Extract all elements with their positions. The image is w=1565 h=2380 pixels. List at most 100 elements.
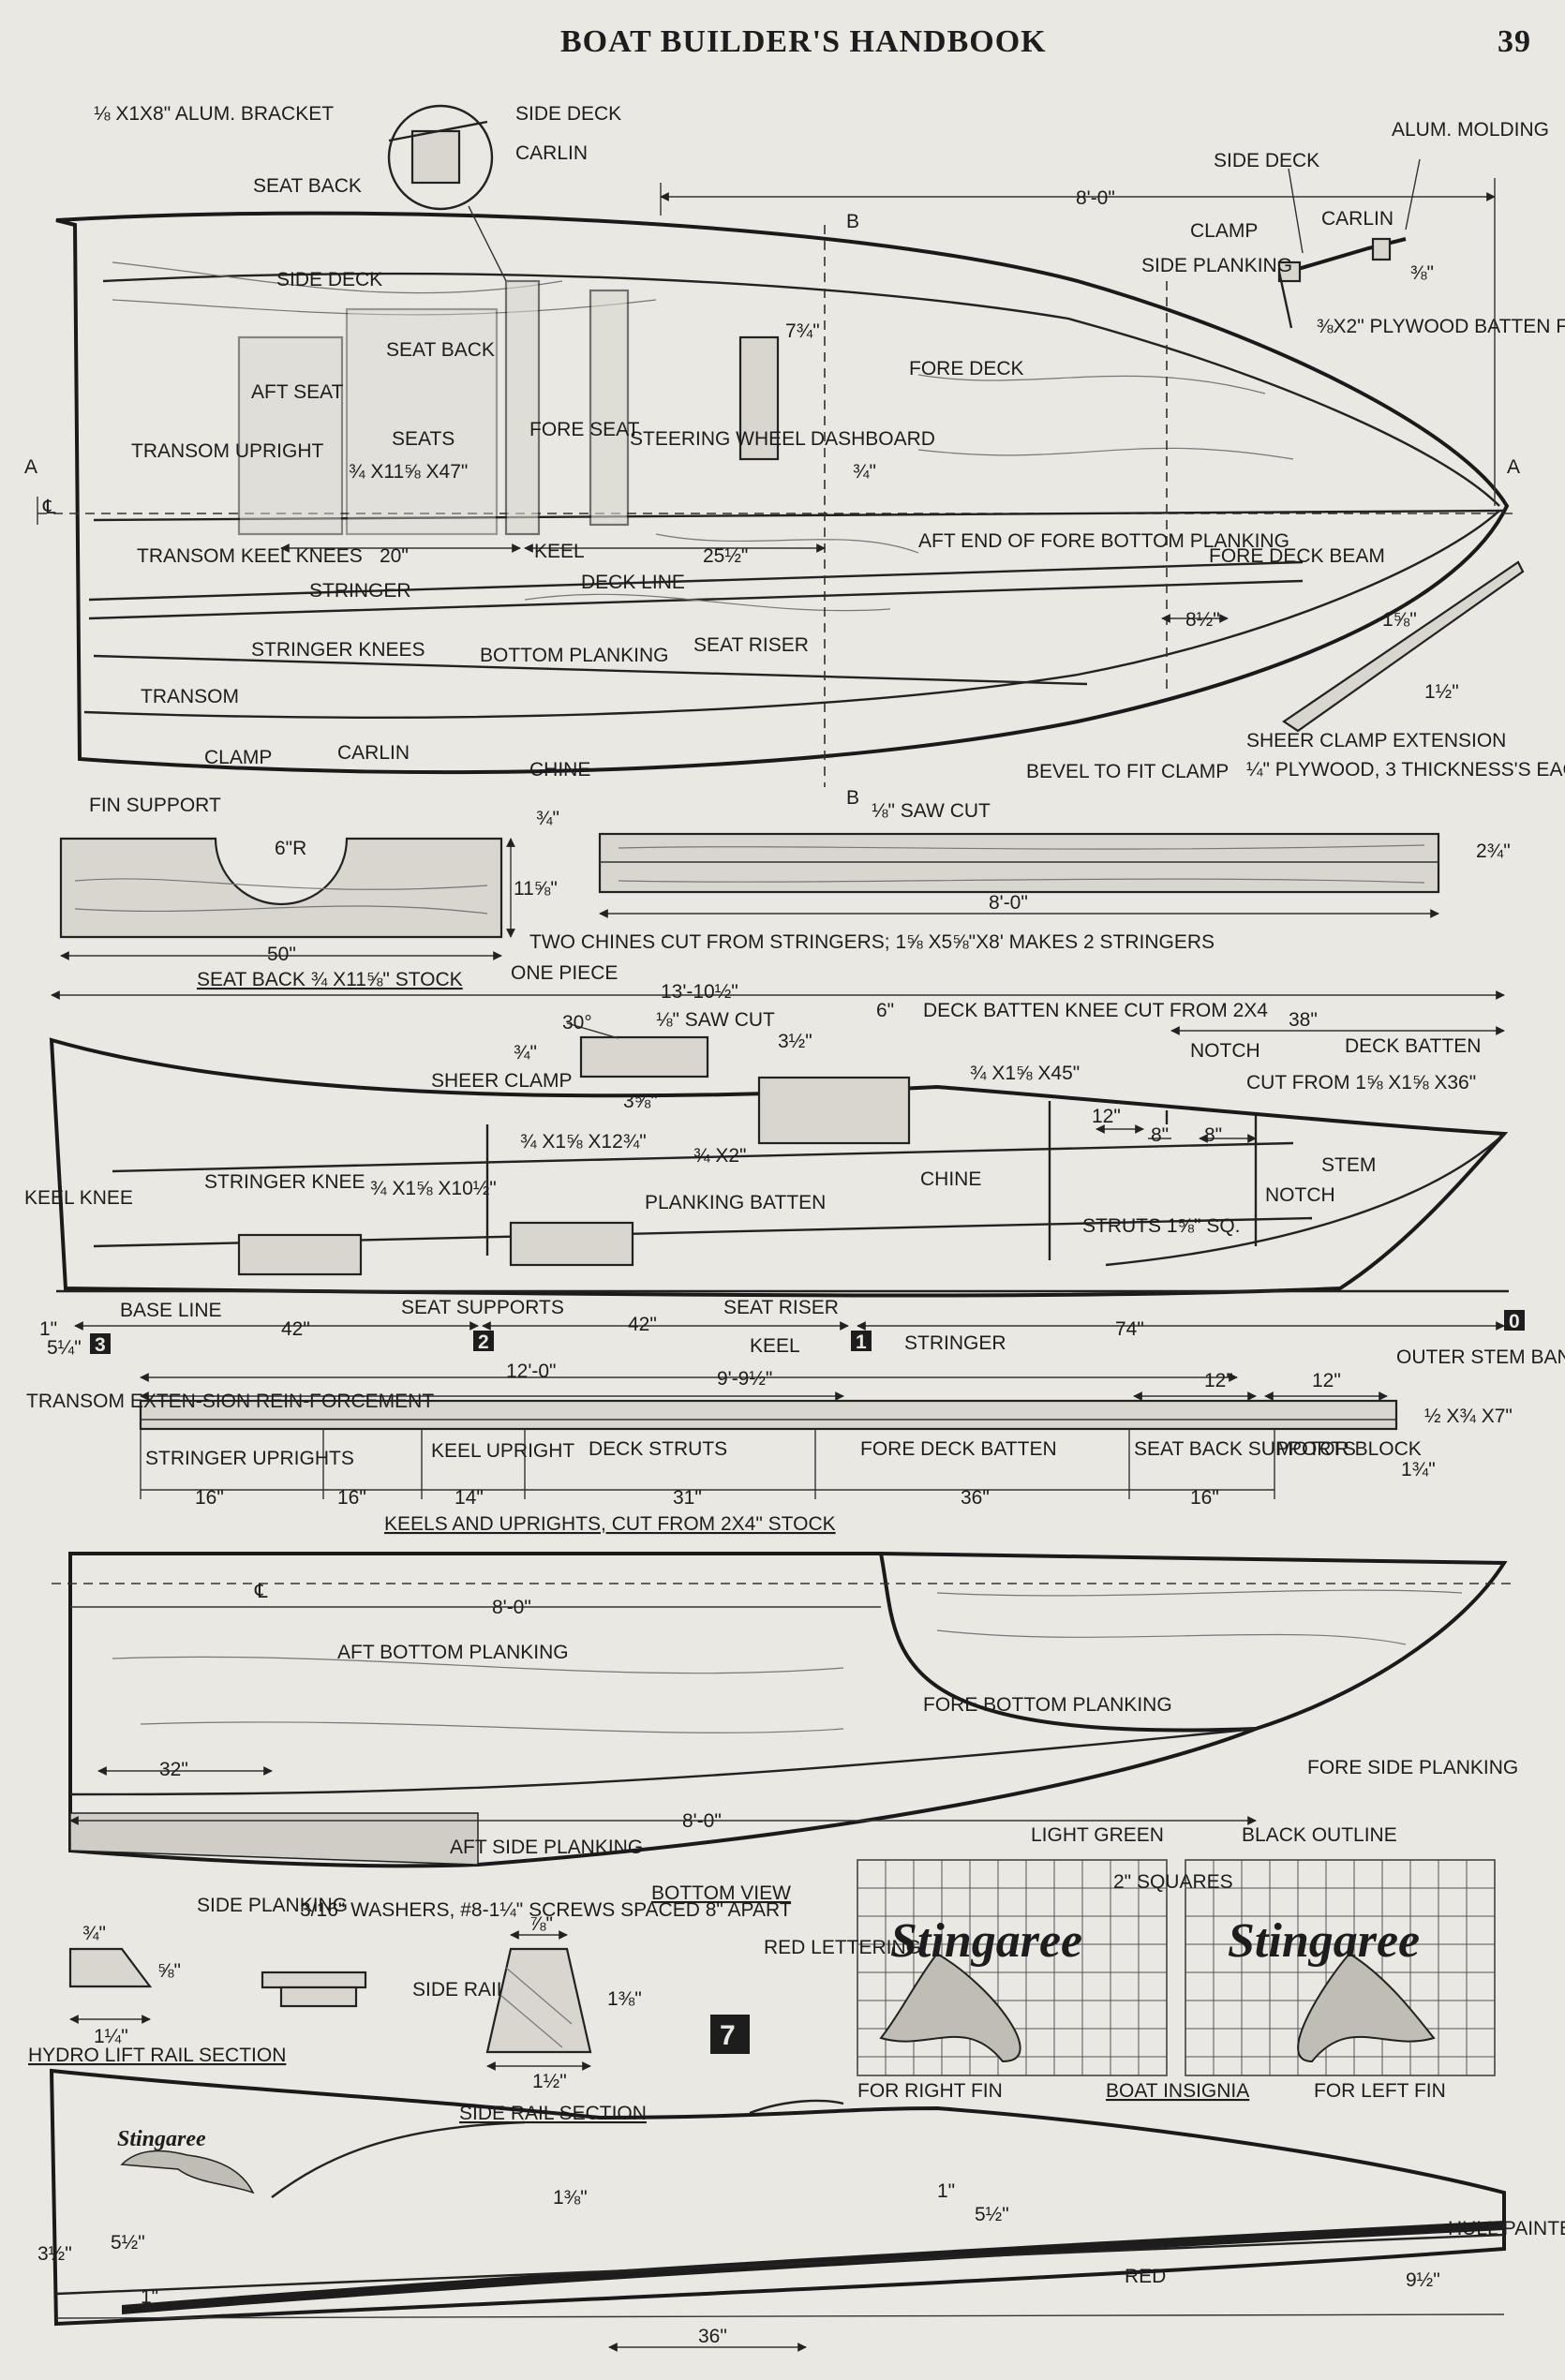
dim-bv-length-bottom: 8'-0" xyxy=(682,1810,722,1832)
label-outer-stem: OUTER STEM BAND xyxy=(1396,1346,1565,1368)
label-deck-batten-cut: CUT FROM 1⅝ X1⅝ X36" xyxy=(1246,1072,1476,1093)
dim-ss-height: 2¾" xyxy=(1476,840,1511,862)
station-badge-1 xyxy=(851,1331,872,1351)
dim-ks-12a: 12" xyxy=(1204,1370,1233,1391)
label-ss: TWO CHINES CUT FROM STRINGERS; 1⅝ X5⅝"X8… xyxy=(529,931,1215,953)
label-side-deck-top: SIDE DECK xyxy=(515,103,621,125)
label-side-rail: SIDE RAIL xyxy=(412,1979,508,2001)
dim-20: 20" xyxy=(380,545,409,567)
label-stringer-knees: STRINGER KNEES xyxy=(251,639,425,661)
label-section-a-left: A xyxy=(24,456,37,478)
label-fore-deck-batten: FORE DECK BATTEN xyxy=(860,1438,1057,1460)
label-for-right-fin: FOR RIGHT FIN xyxy=(857,2080,1003,2102)
figure-number: 7 xyxy=(720,2020,736,2051)
label-squares: 2" SQUARES xyxy=(1113,1871,1233,1893)
dim-knee-2: ¾ X1⅝ X12¾" xyxy=(520,1131,647,1153)
rail-sections: ¾" ⅝" 1¼" HYDRO LIFT RAIL SECTION SIDE P… xyxy=(28,1895,792,2124)
dim-p-42b: 42" xyxy=(628,1314,657,1335)
label-p-keel: KEEL xyxy=(750,1335,800,1357)
label-bevel: BEVEL TO FIT CLAMP xyxy=(1026,761,1229,782)
station-badge-3 xyxy=(90,1333,111,1354)
dim-ks-134: 1¾" xyxy=(1401,1459,1436,1480)
label-carlin: CARLIN xyxy=(337,742,410,764)
profile-view: ONE PIECE 13'-10½" 30° ⅛" SAW CUT ¾" 3⅝"… xyxy=(24,962,1525,1359)
dim-p-74: 74" xyxy=(1115,1318,1144,1340)
label-seat-back-top: SEAT BACK xyxy=(253,175,362,197)
station-label-2: 2 xyxy=(478,1331,489,1353)
label-transom-upright: TRANSOM UPRIGHT xyxy=(131,440,324,462)
label-hs-red: RED xyxy=(1125,2266,1166,2287)
dim-25: 25½" xyxy=(703,545,748,567)
page-title: BOAT BUILDER'S HANDBOOK xyxy=(560,24,1047,59)
label-motor-block: MOTOR BLOCK xyxy=(1276,1438,1422,1460)
dim-p-42a: 42" xyxy=(281,1318,310,1340)
figure-badge xyxy=(710,2015,750,2054)
station-badge-2 xyxy=(473,1331,494,1351)
insignia-right-name: Stingaree xyxy=(890,1914,1082,1968)
dim-ks-12b: 12" xyxy=(1312,1370,1341,1391)
dim-ss-length: 8'-0" xyxy=(989,892,1028,914)
dim-s-78: ⅞" xyxy=(529,1913,553,1935)
bottom-view: ℄ 8'-0" AFT BOTTOM PLANKING FORE BOTTOM … xyxy=(52,1552,1518,1904)
label-bracket: ⅛ X1X8" ALUM. BRACKET xyxy=(94,103,334,125)
label-bottom-view: BOTTOM VIEW xyxy=(651,1882,791,1904)
label-bv-centerline: ℄ xyxy=(254,1581,268,1602)
label-dj-side-deck: SIDE DECK xyxy=(1214,150,1319,171)
label-hull-painted: HULL PAINTED WHITE xyxy=(1448,2218,1565,2239)
label-stringer-uprights: STRINGER UPRIGHTS xyxy=(145,1448,354,1469)
label-p-chine: CHINE xyxy=(920,1168,981,1190)
dim-hs-1b: 1" xyxy=(937,2180,955,2202)
dim-seg-1: 16" xyxy=(195,1487,224,1509)
label-boat-insignia: BOAT INSIGNIA xyxy=(1106,2080,1249,2102)
label-dj-batten: ⅜X2" PLYWOOD BATTEN FOR DECK JOINT xyxy=(1317,316,1565,337)
label-transom-ext: TRANSOM EXTEN-SION REIN-FORCEMENT xyxy=(26,1391,434,1412)
dim-hs-912: 9½" xyxy=(1406,2269,1440,2291)
dim-sce-1: 1⅝" xyxy=(1382,609,1417,631)
label-p-seat-riser: SEAT RISER xyxy=(723,1297,839,1318)
deck-joint-detail: SIDE DECK ALUM. MOLDING CLAMP CARLIN SID… xyxy=(1141,119,1565,337)
dim-7: 7¾" xyxy=(785,320,820,342)
label-dj-clamp: CLAMP xyxy=(1190,220,1258,242)
sheer-clamp-extension: SHEER CLAMP EXTENSION ¼" PLYWOOD, 3 THIC… xyxy=(1246,560,1565,781)
label-sheer-clamp-ext: SHEER CLAMP EXTENSION xyxy=(1246,730,1506,751)
label-one-piece: ONE PIECE xyxy=(511,962,618,984)
label-for-left-fin: FOR LEFT FIN xyxy=(1314,2080,1446,2102)
label-centerline: ℄ xyxy=(42,497,56,518)
dim-hs-512: 5½" xyxy=(111,2232,145,2254)
label-fore-seat: FORE SEAT xyxy=(529,419,640,440)
dim-seg-4: 31" xyxy=(673,1487,702,1509)
label-aft-bottom: AFT BOTTOM PLANKING xyxy=(337,1642,569,1663)
dim-knee-1: ¾ X1⅝ X10½" xyxy=(370,1178,497,1199)
label-chine: CHINE xyxy=(529,759,590,781)
label-dj-alum-molding: ALUM. MOLDING xyxy=(1392,119,1549,141)
label-r-side-planking: SIDE PLANKING xyxy=(197,1895,348,1916)
dim-planking-batten: ¾ X2" xyxy=(693,1145,747,1167)
dim-hs-1: 1" xyxy=(141,2286,158,2308)
station-label-3: 3 xyxy=(95,1334,106,1356)
dim-s-138: 1⅜" xyxy=(607,1988,642,2010)
label-bottom-planking: BOTTOM PLANKING xyxy=(480,645,668,666)
dim-ks-12-0: 12'-0" xyxy=(506,1361,557,1382)
label-seats-dim: ¾ X11⅝ X47" xyxy=(349,461,468,483)
dim-plan-length: 8'-0" xyxy=(1076,187,1115,209)
label-section-b-bottom: B xyxy=(846,787,859,809)
dim-bv-length-top: 8'-0" xyxy=(492,1597,531,1618)
plan-hull-outline xyxy=(55,211,1510,775)
dim-sbs-top: ¾" xyxy=(536,808,559,829)
dim-sce-2: 1½" xyxy=(1424,681,1459,703)
label-seat-back-supports: SEAT BACK SUPPORTS xyxy=(1134,1438,1356,1460)
station-label-0: 0 xyxy=(1509,1311,1520,1332)
label-section-a-right: A xyxy=(1507,456,1520,478)
label-washers: 3/16" WASHERS, #8-1¼" SCREWS SPACED 8" A… xyxy=(300,1899,792,1921)
label-p-stringer: STRINGER xyxy=(904,1332,1006,1354)
label-dj-carlin: CARLIN xyxy=(1321,208,1394,230)
dim-p-34: ¾" xyxy=(514,1042,537,1064)
label-planking-batten: PLANKING BATTEN xyxy=(645,1192,826,1213)
label-section-b-top: B xyxy=(846,211,859,232)
label-clamp: CLAMP xyxy=(204,747,272,768)
label-keel: KEEL xyxy=(534,541,585,562)
label-fore-deck-beam: FORE DECK BEAM xyxy=(1209,545,1385,567)
label-notch: NOTCH xyxy=(1190,1040,1260,1062)
label-deck-batten: DECK BATTEN xyxy=(1345,1035,1481,1057)
